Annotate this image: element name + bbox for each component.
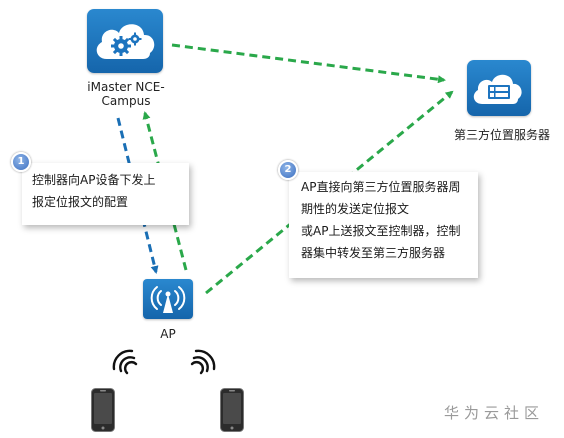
controller-tile[interactable] bbox=[87, 9, 163, 73]
step-badge-1: 1 bbox=[11, 152, 31, 172]
watermark: 华为云社区 bbox=[444, 404, 545, 422]
smartphone-icon[interactable] bbox=[91, 388, 115, 432]
cloud-gear-icon bbox=[96, 24, 155, 59]
callout-report-line1: AP直接向第三方位置服务器周 bbox=[301, 180, 461, 194]
arrow-controller-to-server bbox=[171, 43, 446, 84]
radio-wave-left-icon bbox=[112, 349, 138, 375]
callout-report: AP直接向第三方位置服务器周 期性的发送定位报文 或AP上送报文至控制器，控制 … bbox=[289, 172, 478, 278]
smartphone-icon[interactable] bbox=[220, 388, 244, 432]
controller-label-line2: Campus bbox=[101, 94, 151, 108]
callout-config-line1: 控制器向AP设备下发上 bbox=[32, 173, 156, 187]
ap-label: AP bbox=[160, 327, 176, 341]
step-badge-2: 2 bbox=[278, 160, 298, 180]
location-server-tile[interactable] bbox=[467, 60, 531, 116]
controller-label: iMaster NCE- Campus bbox=[78, 80, 174, 108]
callout-config: 控制器向AP设备下发上 报定位报文的配置 bbox=[22, 163, 189, 225]
callout-config-line2: 报定位报文的配置 bbox=[32, 195, 129, 209]
callout-report-line3: 或AP上送报文至控制器，控制 bbox=[301, 224, 461, 238]
callout-report-line2: 期性的发送定位报文 bbox=[301, 202, 410, 216]
callout-report-line4: 器集中转发至第三方服务器 bbox=[301, 246, 446, 260]
cloud-server-icon bbox=[473, 74, 522, 104]
radio-wave-right-icon bbox=[190, 349, 216, 375]
controller-label-line1: iMaster NCE- bbox=[87, 80, 165, 94]
location-server-label: 第三方位置服务器 bbox=[453, 128, 550, 142]
ap-tile[interactable] bbox=[143, 279, 193, 319]
wireless-ap-icon bbox=[150, 286, 186, 313]
